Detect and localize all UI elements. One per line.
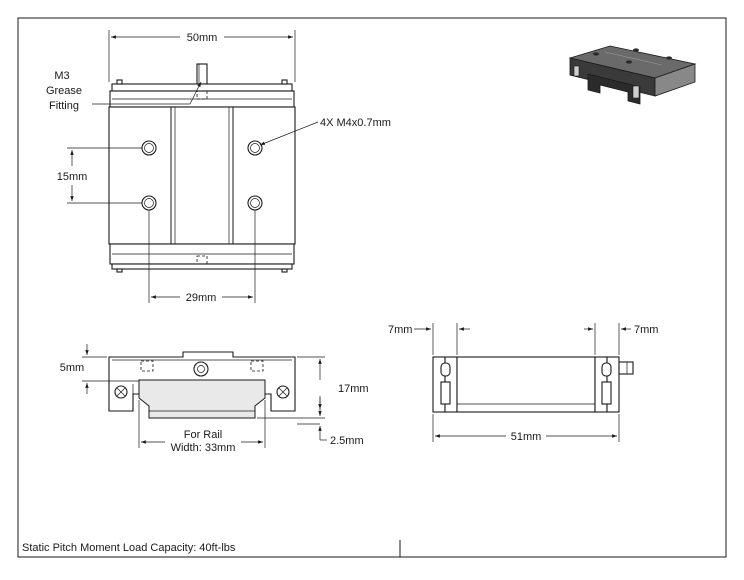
note-rail-line1: For Rail (184, 429, 223, 441)
rail-profile (138, 379, 266, 419)
grease-fitting (196, 63, 208, 85)
note-tapped-holes: 4X M4x0.7mm (320, 117, 391, 129)
top-end-seal (111, 83, 293, 92)
top-view: 50mm 15mm 29mm M3 Grease Fitting 4X M4x0… (46, 30, 391, 304)
side-view: 7mm 7mm 51mm (388, 323, 658, 443)
note-grease-line3: Fitting (49, 100, 79, 112)
note-grease-line2: Grease (46, 85, 82, 97)
dim-50mm: 50mm (187, 32, 218, 44)
dim-15mm: 15mm (57, 171, 88, 183)
grease-fitting-end (193, 361, 209, 377)
dim-29mm: 29mm (186, 292, 217, 304)
note-rail-line2: Width: 33mm (171, 442, 236, 454)
isometric-view (568, 45, 697, 105)
dim-7mm-right: 7mm (634, 324, 658, 336)
load-capacity-note: Static Pitch Moment Load Capacity: 40ft-… (22, 542, 236, 554)
note-grease-line1: M3 (54, 70, 69, 82)
dim-51mm: 51mm (511, 431, 542, 443)
dim-7mm-left: 7mm (388, 324, 412, 336)
dim-2-5mm: 2.5mm (330, 435, 364, 447)
carriage-body (108, 106, 296, 245)
end-view: 5mm 17mm 2.5mm For Rail Width: 33mm (60, 344, 369, 454)
dim-5mm: 5mm (60, 362, 84, 374)
dim-17mm: 17mm (338, 383, 369, 395)
grease-fitting-side (618, 361, 634, 375)
